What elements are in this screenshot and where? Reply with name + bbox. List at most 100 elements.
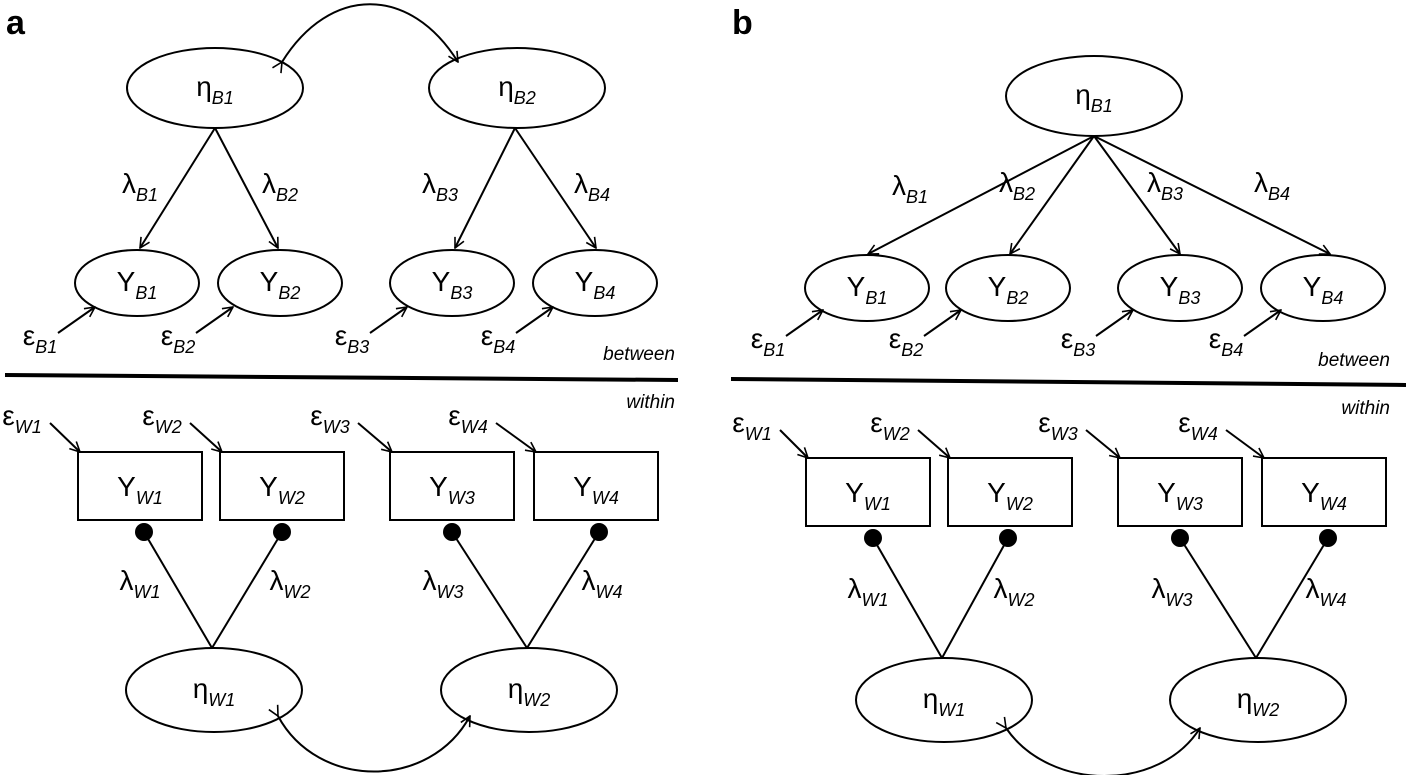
observed-box (947, 457, 1073, 527)
observed-label: YW1 (117, 471, 163, 508)
error-label: εB4 (481, 320, 516, 357)
level-divider (730, 377, 1406, 387)
error-label: εW4 (1178, 407, 1217, 444)
loading-dot (135, 523, 153, 541)
loading-dot (999, 529, 1017, 547)
observed-between-1: YB1 (804, 254, 930, 322)
loading-path (941, 537, 1009, 659)
observed-box (533, 451, 659, 521)
error-arrow (189, 422, 222, 452)
loading-label: λW3 (423, 565, 464, 602)
loading-dot (864, 529, 882, 547)
observed-within-1: YW1 (77, 451, 203, 521)
loading-dot (273, 523, 291, 541)
observed-between-2: YB2 (945, 254, 1071, 322)
latent-label: ηB2 (498, 71, 536, 108)
error-arrow (917, 429, 950, 458)
observed-label: YB1 (847, 271, 888, 308)
loading-arrow-b2 (214, 127, 279, 248)
loading-within-1 (864, 529, 943, 659)
observed-between-2: YB2 (217, 249, 343, 317)
observed-ellipse (1260, 254, 1386, 322)
loading-dot (1171, 529, 1189, 547)
loading-within-1 (135, 523, 213, 649)
observed-label: YB2 (988, 271, 1029, 308)
loading-path (1255, 537, 1329, 659)
error-label: εB1 (23, 320, 58, 357)
latent-ellipse (125, 647, 303, 733)
observed-within-2: YW2 (947, 457, 1073, 527)
latent-ellipse (428, 47, 606, 129)
between-label: between (603, 344, 675, 365)
loading-label: λB4 (574, 168, 610, 205)
loading-label: λW1 (848, 573, 889, 610)
observed-between-3: YB3 (389, 249, 515, 317)
observed-within-4: YW4 (533, 451, 659, 521)
observed-label: YB4 (575, 266, 616, 303)
observed-box (389, 451, 515, 521)
latent-label: ηB1 (196, 71, 234, 108)
observed-between-3: YB3 (1117, 254, 1243, 322)
latent-between-2: ηB2 (428, 47, 606, 129)
observed-label: YW2 (259, 471, 305, 508)
loading-dot (1319, 529, 1337, 547)
loading-path (526, 531, 600, 649)
loading-label: λB1 (892, 170, 928, 207)
observed-ellipse (74, 249, 200, 317)
loading-path (451, 531, 528, 649)
error-arrow (779, 429, 808, 458)
loading-label: λB3 (1147, 167, 1183, 204)
error-arrow (357, 422, 392, 452)
observed-ellipse (389, 249, 515, 317)
loading-path (211, 531, 283, 649)
observed-box (805, 457, 931, 527)
observed-label: YW3 (1157, 477, 1203, 514)
observed-box (1261, 457, 1387, 527)
loading-label: λB3 (422, 168, 458, 205)
error-label: εB3 (1061, 323, 1096, 360)
observed-between-4: YB4 (532, 249, 658, 317)
observed-label: YW1 (845, 477, 891, 514)
within-label: within (1341, 398, 1390, 419)
loading-arrow-b3 (1093, 135, 1180, 254)
error-arrow (1095, 310, 1133, 337)
observed-within-3: YW3 (389, 451, 515, 521)
loading-label: λW4 (582, 565, 623, 602)
covariance-within (1006, 728, 1200, 775)
error-arrow (515, 307, 553, 334)
latent-between-1: ηB1 (1005, 55, 1183, 137)
error-arrow (1243, 310, 1281, 337)
observed-label: YB3 (432, 266, 473, 303)
loading-within-2 (211, 523, 291, 649)
error-label: εW3 (310, 400, 349, 437)
latent-within-1: ηW1 (125, 647, 303, 733)
error-label: εW4 (448, 400, 487, 437)
loading-label: λW2 (994, 573, 1035, 610)
covariance-within (278, 716, 471, 773)
latent-within-2: ηW2 (1169, 657, 1347, 743)
error-arrow (369, 307, 407, 334)
observed-within-1: YW1 (805, 457, 931, 527)
observed-within-4: YW4 (1261, 457, 1387, 527)
loading-path (1179, 537, 1257, 659)
error-label: εW2 (142, 400, 181, 437)
loading-label: λB1 (122, 168, 158, 205)
latent-label: ηW1 (923, 683, 966, 720)
observed-box (1117, 457, 1243, 527)
latent-label: ηW2 (508, 673, 551, 710)
observed-label: YB2 (260, 266, 301, 303)
observed-within-2: YW2 (219, 451, 345, 521)
loading-within-3 (443, 523, 528, 649)
loading-within-4 (1255, 529, 1337, 659)
error-label: εB3 (335, 320, 370, 357)
between-label: between (1318, 350, 1390, 371)
latent-label: ηW1 (193, 673, 236, 710)
observed-box (219, 451, 345, 521)
loading-path (872, 537, 943, 659)
level-divider (4, 373, 679, 382)
error-label: εB2 (889, 323, 924, 360)
observed-between-4: YB4 (1260, 254, 1386, 322)
loading-label: λW3 (1152, 573, 1193, 610)
